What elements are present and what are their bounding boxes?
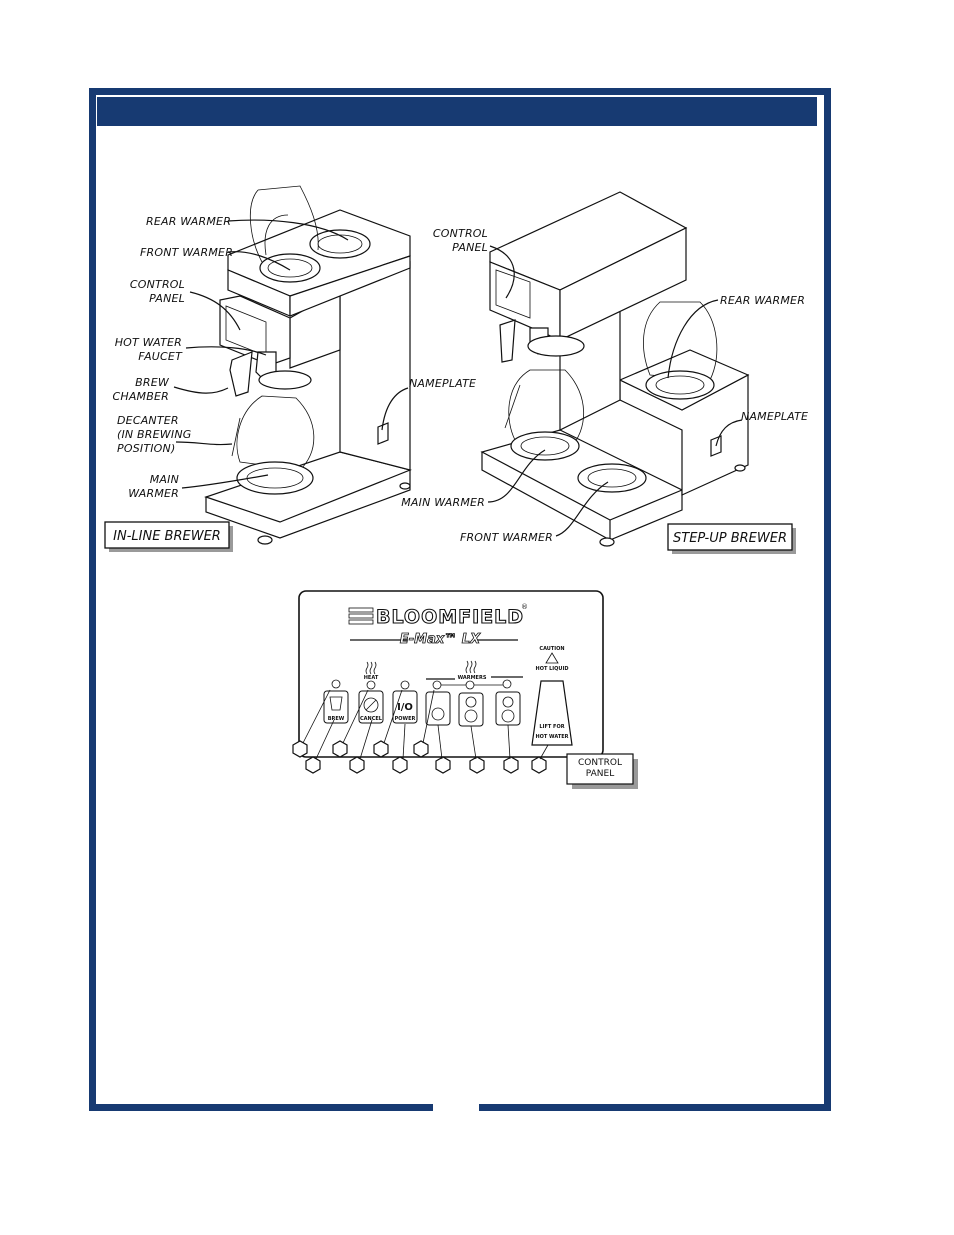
stepup-box-label: STEP-UP BREWER bbox=[673, 531, 787, 546]
label-inline-decanter-3: POSITION) bbox=[117, 442, 175, 455]
stepup-box: STEP-UP BREWER bbox=[667, 523, 796, 554]
label-inline-main-1: MAIN bbox=[150, 473, 179, 486]
callout-3 bbox=[332, 689, 369, 758]
label-inline-main-2: WARMER bbox=[128, 487, 179, 500]
callout-11 bbox=[531, 744, 549, 774]
label-inline-control-2: PANEL bbox=[149, 292, 185, 305]
callout-7 bbox=[413, 689, 435, 758]
lever-text-2: HOT WATER bbox=[535, 734, 568, 740]
frame-bottom-gap bbox=[433, 1102, 479, 1114]
stepup-leaders bbox=[487, 245, 743, 537]
callout-9 bbox=[469, 725, 485, 774]
inline-front-warmer bbox=[259, 253, 321, 283]
warmers-label: WARMERS bbox=[458, 675, 487, 681]
control-panel-box-1: CONTROL bbox=[578, 758, 622, 768]
label-inline-hot-water-1: HOT WATER bbox=[115, 336, 182, 349]
power-indicator-light bbox=[400, 680, 410, 690]
stepup-brew-chamber bbox=[499, 319, 516, 363]
stepup-labels: CONTROL PANEL REAR WARMER NAMEPLATE MAIN… bbox=[401, 227, 808, 544]
callout-6 bbox=[392, 723, 408, 774]
warmer-3-light bbox=[502, 679, 512, 689]
stepup-brewer-illustration bbox=[480, 191, 750, 547]
callout-5 bbox=[373, 689, 403, 758]
callout-2 bbox=[305, 719, 335, 774]
inline-brewer-illustration bbox=[204, 185, 412, 545]
label-stepup-control-2: PANEL bbox=[452, 241, 488, 254]
inline-tower-side bbox=[339, 261, 411, 471]
power-label: POWER bbox=[395, 716, 416, 722]
bloomfield-logo: BLOOMFIELD ® bbox=[348, 603, 528, 629]
stepup-rear-warmer bbox=[645, 370, 715, 400]
label-stepup-nameplate: NAMEPLATE bbox=[741, 410, 808, 423]
hot-liquid-text: HOT LIQUID bbox=[536, 666, 569, 672]
callout-8 bbox=[435, 724, 451, 774]
header-bar bbox=[97, 97, 817, 126]
callout-markers bbox=[292, 689, 549, 774]
label-inline-decanter-2: (IN BREWING bbox=[117, 428, 191, 441]
inline-rear-warmer bbox=[309, 229, 371, 259]
stepup-front-warmer bbox=[577, 463, 647, 493]
callout-10 bbox=[503, 724, 519, 774]
label-inline-brew-1: BREW bbox=[135, 376, 170, 389]
cancel-label: CANCEL bbox=[360, 716, 383, 722]
control-panel-box-2: PANEL bbox=[586, 769, 614, 779]
label-stepup-front-warmer: FRONT WARMER bbox=[460, 531, 553, 544]
inline-brew-chamber bbox=[229, 351, 253, 397]
label-stepup-rear-warmer: REAR WARMER bbox=[720, 294, 805, 307]
power-symbol: I/O bbox=[397, 702, 413, 713]
callout-4 bbox=[349, 719, 373, 774]
caution-triangle-icon bbox=[545, 652, 559, 664]
label-inline-brew-2: CHAMBER bbox=[112, 390, 169, 403]
inline-box-label: IN-LINE BREWER bbox=[113, 529, 221, 544]
label-inline-hot-water-2: FAUCET bbox=[138, 350, 183, 363]
heat-indicator-light bbox=[366, 680, 376, 690]
control-panel-diagram: BLOOMFIELD ® E-Max™ LX CAUTION HOT LIQUI… bbox=[292, 590, 604, 774]
hot-water-lever bbox=[531, 680, 573, 746]
inline-box: IN-LINE BREWER bbox=[104, 521, 233, 552]
inline-main-warmer bbox=[236, 461, 314, 495]
brew-label: BREW bbox=[328, 716, 345, 722]
label-inline-decanter-1: DECANTER bbox=[117, 414, 179, 427]
label-inline-front-warmer: FRONT WARMER bbox=[140, 246, 233, 259]
label-inline-control-1: CONTROL bbox=[130, 278, 185, 291]
warmers-heat-icon bbox=[465, 660, 477, 674]
label-stepup-control-1: CONTROL bbox=[433, 227, 488, 240]
caution-text: CAUTION bbox=[539, 646, 564, 652]
stepup-main-warmer bbox=[510, 431, 580, 461]
stepup-control-panel bbox=[495, 269, 531, 319]
label-stepup-main-warmer: MAIN WARMER bbox=[401, 496, 485, 509]
heat-label: HEAT bbox=[364, 675, 379, 681]
callout-1 bbox=[292, 689, 331, 758]
model-text: E-Max™ LX bbox=[400, 632, 481, 647]
inline-leaders bbox=[173, 219, 409, 489]
decanter-icon bbox=[329, 696, 343, 711]
lever-text-1: LIFT FOR bbox=[539, 724, 564, 730]
brand-text: BLOOMFIELD bbox=[376, 606, 524, 628]
cancel-icon bbox=[363, 697, 379, 713]
inline-labels: REAR WARMER FRONT WARMER CONTROL PANEL H… bbox=[112, 215, 476, 500]
heat-icon bbox=[365, 661, 377, 675]
label-inline-rear-warmer: REAR WARMER bbox=[146, 215, 231, 228]
registered-mark: ® bbox=[521, 603, 528, 611]
warmer-2-button bbox=[458, 692, 484, 727]
inline-nameplate bbox=[377, 422, 389, 445]
control-panel-box: CONTROL PANEL bbox=[566, 753, 638, 789]
brew-indicator-light bbox=[331, 679, 341, 689]
label-inline-nameplate: NAMEPLATE bbox=[409, 377, 476, 390]
